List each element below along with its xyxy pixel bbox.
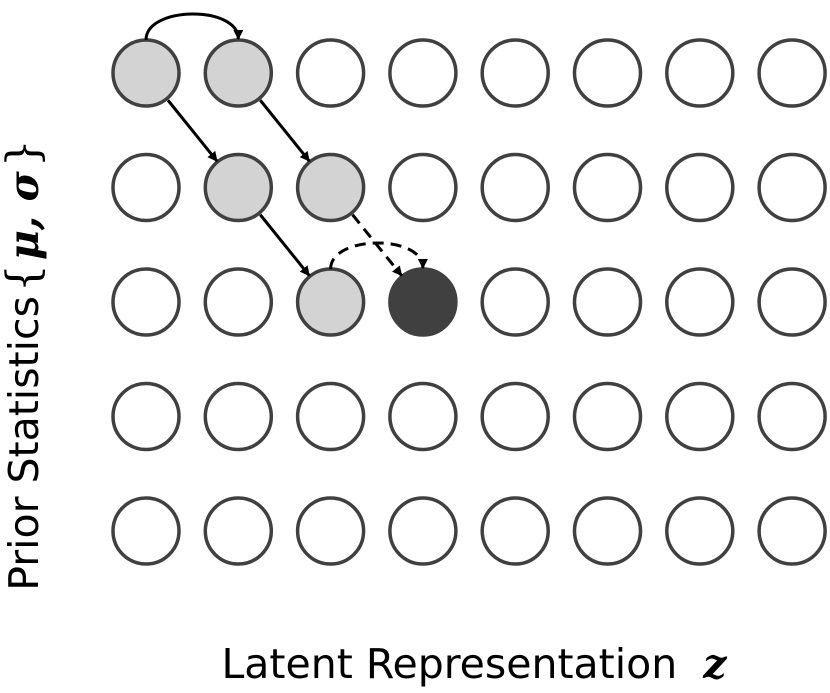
grid-node-r2-c7: [757, 267, 827, 337]
grid-node-r3-c2: [295, 381, 366, 452]
x-axis-title: Latent Representation: [221, 640, 677, 688]
solid-arrow-0: [144, 12, 244, 41]
grid-node-r1-c5: [572, 152, 643, 223]
grid-node-r3-c4: [480, 381, 550, 452]
dashed-arrow-4: [351, 213, 403, 277]
context-node-r0-c0: [111, 38, 181, 108]
x-axis-label: Latent Representation z: [221, 640, 727, 688]
grid-node-r4-c7: [757, 496, 827, 566]
grid-node-r3-c6: [665, 381, 735, 452]
grid-node-r0-c6: [665, 38, 735, 108]
solid-arrow-2: [259, 99, 311, 162]
grid-node-r2-c5: [572, 267, 643, 337]
grid-node-r2-c1: [203, 267, 274, 337]
dashed-arrow-5: [329, 241, 428, 270]
grid-node-r2-c0: [111, 267, 181, 337]
grid-node-r1-c7: [757, 152, 827, 223]
y-axis-symbol: μ, σ: [0, 171, 48, 261]
grid-node-r2-c6: [665, 267, 735, 337]
grid-node-r0-c4: [480, 38, 550, 108]
solid-arrow-3: [259, 213, 311, 277]
y-axis-brace-close: }: [0, 139, 49, 167]
y-axis-title: Prior Statistics: [0, 296, 48, 591]
grid-node-r3-c0: [111, 381, 181, 452]
svg-text:Prior Statistics: Prior Statistics { μ, σ }: [0, 139, 49, 590]
grid-node-r4-c6: [665, 496, 735, 566]
grid-node-r0-c7: [757, 38, 827, 108]
grid-node-r0-c5: [572, 38, 643, 108]
grid-node-r4-c2: [295, 496, 366, 566]
grid-node-r1-c4: [480, 152, 550, 223]
context-node-r2-c2: [295, 267, 366, 337]
grid-node-r4-c1: [203, 496, 274, 566]
x-axis-symbol: z: [702, 640, 727, 688]
context-node-r1-c2: [295, 152, 366, 223]
grid-node-r4-c0: [111, 496, 181, 566]
grid-node-r3-c7: [757, 381, 827, 452]
grid-node-r4-c5: [572, 496, 643, 566]
target-node-r2-c3: [388, 267, 458, 337]
y-axis-label: Prior Statistics { μ, σ }: [0, 139, 49, 590]
solid-arrow-1: [166, 99, 219, 162]
grid-node-r2-c4: [480, 267, 550, 337]
y-axis-brace-open: {: [0, 264, 49, 292]
grid-node-r1-c3: [388, 152, 458, 223]
grid-node-r1-c6: [665, 152, 735, 223]
grid-node-r0-c2: [295, 38, 366, 108]
dependency-arrows: [144, 12, 428, 277]
grid-node-r3-c1: [203, 381, 274, 452]
grid-node-r4-c3: [388, 496, 458, 566]
grid-node-r3-c5: [572, 381, 643, 452]
grid-node-r4-c4: [480, 496, 550, 566]
grid-node-r0-c3: [388, 38, 458, 108]
context-node-r0-c1: [203, 38, 274, 108]
grid-node-r3-c3: [388, 381, 458, 452]
grid-node-r1-c0: [111, 152, 181, 223]
node-grid: [111, 38, 827, 566]
context-node-r1-c1: [203, 152, 274, 223]
